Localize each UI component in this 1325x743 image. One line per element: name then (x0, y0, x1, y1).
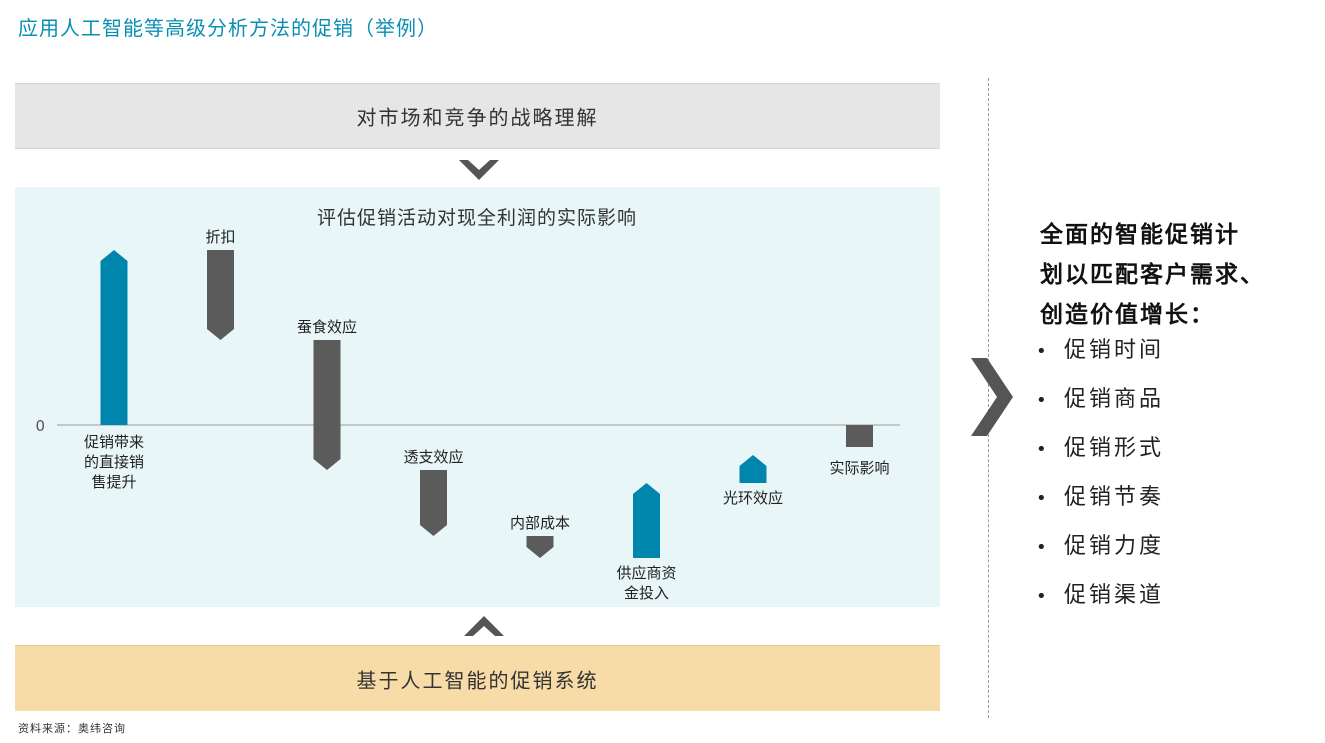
bullet-icon: • (1036, 488, 1050, 509)
ai-system-band: 基于人工智能的促销系统 (15, 645, 940, 711)
bar-label: 实际影响 (829, 459, 889, 477)
waterfall-bar (526, 536, 554, 558)
bar-label: 折扣 (205, 228, 235, 246)
chart-panel: 评估促销活动对现全利润的实际影响 0 促销带来的直接销售提升 折扣蚕食效应透支效应内部… (15, 187, 940, 607)
list-item: • 促销节奏 (1036, 479, 1164, 528)
chevron-down-icon (459, 160, 499, 180)
bar-label: 透支效应 (403, 448, 463, 466)
list-item-label: 促销力度 (1064, 534, 1165, 559)
list-item-label: 促销商品 (1064, 387, 1165, 412)
ai-system-band-label: 基于人工智能的促销系统 (356, 668, 599, 692)
bar-label: 的直接销 (84, 453, 144, 471)
waterfall-bar (846, 425, 873, 447)
bar-label: 促销带来 (84, 433, 144, 451)
page-title: 应用人工智能等高级分析方法的促销（举例） (18, 16, 438, 40)
right-heading: 全面的智能促销计 划以匹配客户需求、 创造价值增长： (1040, 215, 1310, 335)
list-item: • 促销形式 (1036, 430, 1164, 479)
bar-label: 售提升 (91, 473, 136, 491)
waterfall-bar (633, 483, 660, 558)
bullet-icon: • (1036, 341, 1050, 362)
list-item: • 促销商品 (1036, 381, 1164, 430)
strategy-band-label: 对市场和竞争的战略理解 (356, 105, 599, 130)
bar-label: 光环效应 (723, 489, 783, 507)
bullet-icon: • (1036, 537, 1050, 558)
bullet-icon: • (1036, 439, 1050, 460)
right-heading-line: 全面的智能促销计 (1040, 221, 1240, 248)
list-item-label: 促销形式 (1064, 436, 1165, 461)
chevron-up-icon (464, 616, 504, 636)
list-item-label: 促销渠道 (1064, 583, 1165, 608)
list-item: • 促销时间 (1036, 332, 1164, 381)
chart-title: 评估促销活动对现全利润的实际影响 (317, 207, 637, 229)
waterfall-bar (420, 470, 447, 536)
bar-label: 内部成本 (510, 514, 570, 532)
dashed-divider (988, 78, 989, 718)
strategy-band: 对市场和竞争的战略理解 (15, 83, 940, 149)
waterfall-bar (739, 455, 767, 483)
waterfall-bar (313, 340, 341, 470)
list-item: • 促销力度 (1036, 528, 1164, 577)
bar-label: 金投入 (624, 584, 669, 602)
promotion-dimension-list: • 促销时间 • 促销商品 • 促销形式 • 促销节奏 • 促销力度 • 促销渠道 (1036, 332, 1164, 626)
chevron-right-icon (971, 358, 1013, 436)
bullet-icon: • (1036, 390, 1050, 411)
right-heading-line: 划以匹配客户需求、 (1040, 261, 1265, 288)
waterfall-bar (207, 250, 234, 340)
source-note: 资料来源：奥纬咨询 (18, 722, 126, 735)
list-item-label: 促销节奏 (1064, 485, 1165, 510)
bullet-icon: • (1036, 586, 1050, 607)
list-item: • 促销渠道 (1036, 577, 1164, 626)
bar-label: 蚕食效应 (297, 318, 357, 336)
list-item-label: 促销时间 (1064, 338, 1165, 363)
y-tick-label: 0 (35, 417, 45, 435)
waterfall-bar (100, 250, 128, 425)
right-heading-line: 创造价值增长： (1040, 301, 1215, 328)
bar-label: 供应商资 (616, 564, 676, 582)
